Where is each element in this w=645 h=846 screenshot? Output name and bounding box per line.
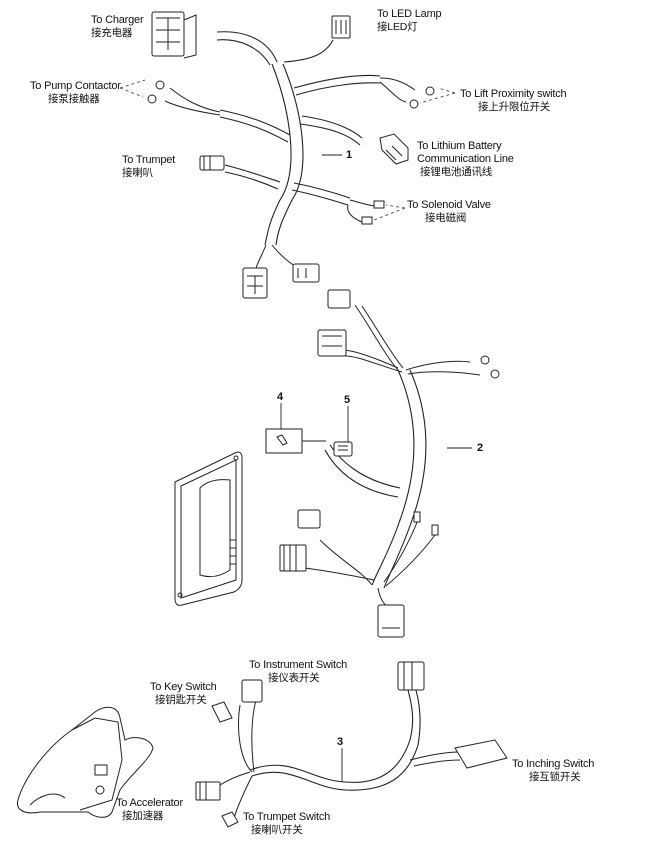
label-zh: 接泵接触器 bbox=[48, 93, 100, 105]
lift-ring-terminal bbox=[425, 86, 435, 96]
label-key-switch: To Key Switch 接钥匙开关 bbox=[150, 681, 217, 707]
harness3-connector bbox=[397, 661, 425, 691]
label-zh: 接喇叭开关 bbox=[251, 824, 303, 836]
label-zh: 接上升限位开关 bbox=[478, 101, 551, 113]
tiller-head bbox=[16, 706, 154, 818]
label-en-line2: Communication Line bbox=[417, 153, 514, 165]
label-zh: 接钥匙开关 bbox=[155, 694, 207, 706]
label-en: To Trumpet bbox=[122, 154, 176, 166]
harness2-connector bbox=[377, 604, 405, 638]
harness2-connector bbox=[279, 544, 307, 572]
label-en: To Pump Contactor bbox=[30, 80, 121, 92]
label-zh: 接加速器 bbox=[122, 810, 164, 822]
harness2-connector bbox=[297, 509, 321, 529]
pump-ring-terminal bbox=[147, 94, 157, 104]
accelerator-connector bbox=[195, 781, 221, 801]
pump-ring-terminal bbox=[155, 80, 165, 90]
fuse-holder bbox=[333, 441, 353, 457]
label-zh: 接锂电池通讯线 bbox=[420, 166, 493, 178]
label-en: To LED Lamp bbox=[377, 8, 442, 20]
fuse-box bbox=[265, 428, 303, 454]
label-zh: 接LED灯 bbox=[377, 21, 418, 33]
solenoid-terminal bbox=[361, 216, 373, 225]
controller bbox=[174, 451, 243, 606]
lithium-connector bbox=[379, 133, 409, 165]
label-solenoid-valve: To Solenoid Valve 接电磁阀 bbox=[407, 199, 491, 225]
callout-4: 4 bbox=[277, 391, 284, 403]
callout-2: 2 bbox=[477, 442, 484, 454]
spade-terminal bbox=[431, 524, 439, 536]
label-en: To Solenoid Valve bbox=[407, 199, 491, 211]
label-lift-proximity: To Lift Proximity switch 接上升限位开关 bbox=[460, 88, 567, 114]
label-trumpet: To Trumpet 接喇叭 bbox=[122, 154, 175, 180]
label-trumpet-switch: To Trumpet Switch 接喇叭开关 bbox=[243, 811, 330, 837]
label-lithium-battery: To Lithium Battery Communication Line 接锂… bbox=[417, 140, 514, 179]
trumpet-switch-connector bbox=[221, 811, 239, 828]
label-en: To Accelerator bbox=[116, 797, 183, 809]
label-en: To Inching Switch bbox=[512, 758, 595, 770]
instrument-switch-connector bbox=[241, 679, 263, 703]
ring-terminal bbox=[480, 355, 490, 365]
label-led-lamp: To LED Lamp 接LED灯 bbox=[377, 8, 442, 34]
harness2-connector bbox=[317, 329, 347, 357]
label-en: To Key Switch bbox=[150, 681, 217, 693]
callout-1: 1 bbox=[346, 149, 353, 161]
label-inching-switch: To Inching Switch 接互锁开关 bbox=[512, 758, 594, 784]
ring-terminal bbox=[490, 369, 500, 379]
label-zh: 接喇叭 bbox=[122, 167, 153, 179]
harness2-connector bbox=[327, 289, 351, 309]
key-switch-connector bbox=[211, 701, 233, 723]
label-accelerator: To Accelerator 接加速器 bbox=[116, 797, 183, 823]
label-instrument-switch: To Instrument Switch 接仪表开关 bbox=[249, 659, 347, 685]
harness-2 bbox=[265, 289, 500, 638]
label-zh: 接仪表开关 bbox=[268, 672, 320, 684]
inching-switch-connector bbox=[454, 739, 508, 769]
label-pump-contactor: To Pump Contactor 接泵接触器 bbox=[30, 80, 121, 106]
trumpet-connector bbox=[199, 155, 225, 171]
label-en: To Lithium Battery bbox=[417, 140, 502, 152]
label-en: To Charger bbox=[91, 14, 144, 26]
spade-terminal bbox=[413, 511, 421, 523]
callout-5: 5 bbox=[344, 394, 351, 406]
label-charger: To Charger 接充电器 bbox=[91, 14, 144, 40]
solenoid-terminal bbox=[373, 200, 385, 209]
label-zh: 接电磁阀 bbox=[425, 212, 467, 224]
callout-3: 3 bbox=[337, 736, 344, 748]
label-en: To Trumpet Switch bbox=[243, 811, 331, 823]
label-en: To Lift Proximity switch bbox=[460, 88, 567, 100]
label-zh: 接充电器 bbox=[91, 27, 133, 39]
lift-ring-terminal bbox=[409, 99, 419, 109]
harness-3 bbox=[195, 661, 508, 828]
harness-1 bbox=[119, 11, 456, 299]
label-en: To Instrument Switch bbox=[249, 659, 348, 671]
label-zh: 接互锁开关 bbox=[529, 771, 581, 783]
